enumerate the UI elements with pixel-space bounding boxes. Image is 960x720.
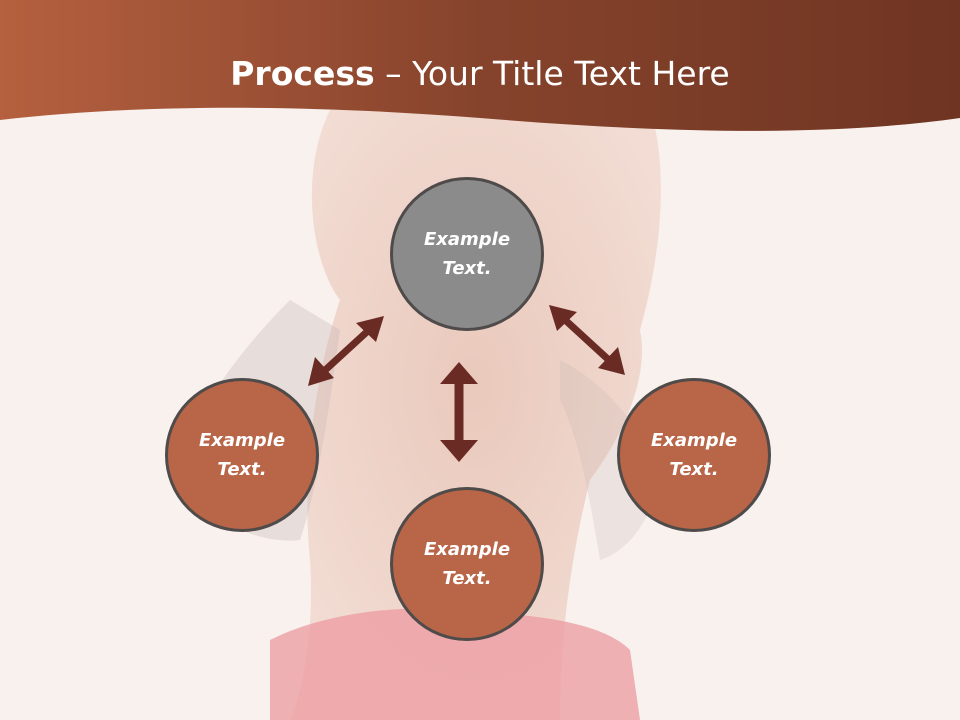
arrow-center-left bbox=[308, 316, 384, 386]
right-line1: Example bbox=[650, 430, 738, 451]
left-line1: Example bbox=[198, 430, 286, 451]
arrow-center-bottom bbox=[440, 362, 478, 462]
bottom-line1: Example bbox=[423, 539, 511, 560]
arrow-center-right bbox=[549, 305, 625, 375]
bottom-circle: Example Text. bbox=[390, 487, 544, 641]
center-circle: Example Text. bbox=[390, 177, 544, 331]
center-line1: Example bbox=[423, 229, 511, 250]
left-line2: Text. bbox=[217, 459, 267, 480]
title-bold: Process bbox=[230, 54, 375, 93]
right-line2: Text. bbox=[669, 459, 719, 480]
left-circle: Example Text. bbox=[165, 378, 319, 532]
slide-title: Process – Your Title Text Here bbox=[0, 52, 960, 96]
title-rest: – Your Title Text Here bbox=[374, 54, 730, 93]
bottom-line2: Text. bbox=[442, 568, 492, 589]
center-line2: Text. bbox=[442, 258, 492, 279]
title-banner bbox=[0, 0, 960, 131]
right-circle: Example Text. bbox=[617, 378, 771, 532]
